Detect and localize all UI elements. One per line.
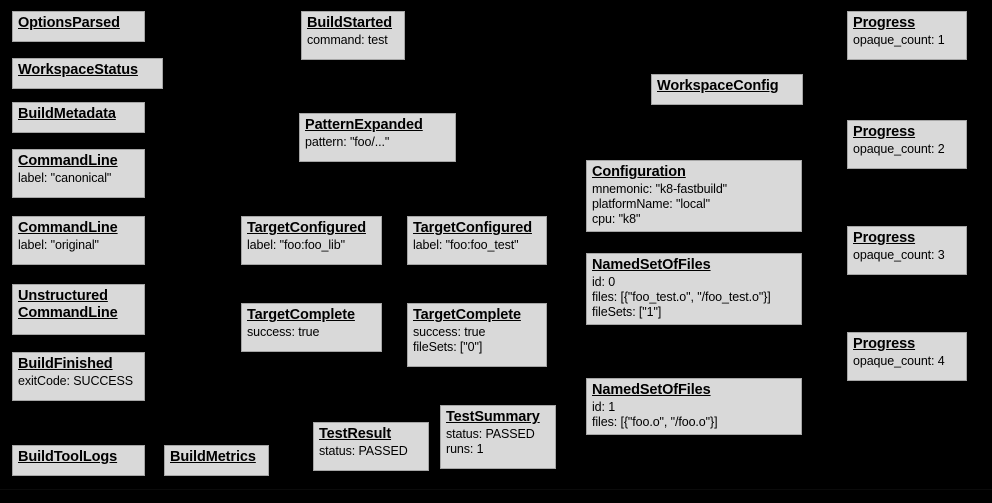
- node-attribute-list: label: "canonical": [18, 171, 139, 186]
- node-attribute: opaque_count: 1: [853, 33, 945, 47]
- bottom-divider: [0, 489, 992, 490]
- node-build-started[interactable]: BuildStarted command: test: [301, 11, 405, 60]
- node-attribute: label: "foo:foo_lib": [247, 238, 345, 252]
- node-attribute: status: PASSED: [319, 444, 408, 458]
- node-workspace-config[interactable]: WorkspaceConfig: [651, 74, 803, 105]
- node-options-parsed[interactable]: OptionsParsed: [12, 11, 145, 42]
- node-progress-1[interactable]: Progress opaque_count: 1: [847, 11, 967, 60]
- node-unstructured-command-line[interactable]: Unstructured CommandLine: [12, 284, 145, 335]
- node-build-metadata[interactable]: BuildMetadata: [12, 102, 145, 133]
- node-build-metrics[interactable]: BuildMetrics: [164, 445, 269, 476]
- node-title: OptionsParsed: [18, 15, 120, 31]
- node-attribute: cpu: "k8": [592, 212, 641, 226]
- node-command-line-original[interactable]: CommandLine label: "original": [12, 216, 145, 265]
- node-title: TestResult: [319, 426, 392, 442]
- node-title: WorkspaceConfig: [657, 78, 779, 94]
- node-attribute: fileSets: ["1"]: [592, 305, 662, 319]
- node-progress-4[interactable]: Progress opaque_count: 4: [847, 332, 967, 381]
- node-attribute: label: "foo:foo_test": [413, 238, 519, 252]
- node-attribute-list: label: "original": [18, 238, 139, 253]
- node-configuration[interactable]: Configuration mnemonic: "k8-fastbuild"pla…: [586, 160, 802, 232]
- node-build-tool-logs[interactable]: BuildToolLogs: [12, 445, 145, 476]
- node-attribute: fileSets: ["0"]: [413, 340, 483, 354]
- node-workspace-status[interactable]: WorkspaceStatus: [12, 58, 163, 89]
- node-attribute-list: opaque_count: 1: [853, 33, 961, 48]
- node-attribute: id: 1: [592, 400, 616, 414]
- node-progress-3[interactable]: Progress opaque_count: 3: [847, 226, 967, 275]
- node-title: Configuration: [592, 164, 686, 180]
- node-title: BuildStarted: [307, 15, 393, 31]
- node-title: CommandLine: [18, 153, 118, 169]
- node-attribute: files: [{"foo.o", "/foo.o"}]: [592, 415, 718, 429]
- node-attribute: success: true: [413, 325, 486, 339]
- node-attribute-list: opaque_count: 2: [853, 142, 961, 157]
- node-attribute-list: opaque_count: 3: [853, 248, 961, 263]
- node-title: BuildToolLogs: [18, 449, 118, 465]
- node-attribute: pattern: "foo/...": [305, 135, 390, 149]
- node-attribute: command: test: [307, 33, 388, 47]
- node-pattern-expanded[interactable]: PatternExpanded pattern: "foo/...": [299, 113, 456, 162]
- node-attribute: exitCode: SUCCESS: [18, 374, 134, 388]
- node-title: BuildMetadata: [18, 106, 116, 122]
- node-title: TestSummary: [446, 409, 540, 425]
- node-title: TargetComplete: [413, 307, 521, 323]
- node-title: TargetConfigured: [413, 220, 532, 236]
- node-title: CommandLine: [18, 220, 118, 236]
- node-target-configured-lib[interactable]: TargetConfigured label: "foo:foo_lib": [241, 216, 382, 265]
- node-title: NamedSetOfFiles: [592, 382, 711, 398]
- node-build-finished[interactable]: BuildFinished exitCode: SUCCESS: [12, 352, 145, 401]
- node-attribute-list: success: true: [247, 325, 376, 340]
- node-attribute: id: 0: [592, 275, 616, 289]
- node-title: Progress: [853, 230, 916, 246]
- node-title: BuildMetrics: [170, 449, 256, 465]
- node-attribute-list: command: test: [307, 33, 399, 48]
- node-attribute: runs: 1: [446, 442, 484, 456]
- node-target-configured-test[interactable]: TargetConfigured label: "foo:foo_test": [407, 216, 547, 265]
- node-title: Unstructured CommandLine: [18, 288, 118, 321]
- node-progress-2[interactable]: Progress opaque_count: 2: [847, 120, 967, 169]
- node-title: TargetConfigured: [247, 220, 366, 236]
- node-attribute-list: opaque_count: 4: [853, 354, 961, 369]
- node-attribute: mnemonic: "k8-fastbuild": [592, 182, 728, 196]
- node-attribute: status: PASSED: [446, 427, 535, 441]
- node-attribute: files: [{"foo_test.o", "/foo_test.o"}]: [592, 290, 771, 304]
- node-title: PatternExpanded: [305, 117, 423, 133]
- node-attribute-list: status: PASSED: [319, 444, 423, 459]
- node-test-result[interactable]: TestResult status: PASSED: [313, 422, 429, 471]
- node-attribute: label: "canonical": [18, 171, 112, 185]
- node-attribute: opaque_count: 4: [853, 354, 945, 368]
- node-attribute: opaque_count: 2: [853, 142, 945, 156]
- node-attribute: success: true: [247, 325, 320, 339]
- node-target-complete-lib[interactable]: TargetComplete success: true: [241, 303, 382, 352]
- node-title: Progress: [853, 336, 916, 352]
- node-title: WorkspaceStatus: [18, 62, 138, 78]
- node-attribute-list: pattern: "foo/...": [305, 135, 450, 150]
- node-attribute: opaque_count: 3: [853, 248, 945, 262]
- node-title: TargetComplete: [247, 307, 355, 323]
- node-attribute: label: "original": [18, 238, 99, 252]
- node-title: BuildFinished: [18, 356, 113, 372]
- node-attribute-list: label: "foo:foo_lib": [247, 238, 376, 253]
- node-attribute: platformName: "local": [592, 197, 710, 211]
- node-title: NamedSetOfFiles: [592, 257, 711, 273]
- node-command-line-canonical[interactable]: CommandLine label: "canonical": [12, 149, 145, 198]
- node-title: Progress: [853, 124, 916, 140]
- node-attribute-list: exitCode: SUCCESS: [18, 374, 139, 389]
- node-title: Progress: [853, 15, 916, 31]
- node-attribute-list: mnemonic: "k8-fastbuild"platformName: "l…: [592, 182, 796, 227]
- node-attribute-list: label: "foo:foo_test": [413, 238, 541, 253]
